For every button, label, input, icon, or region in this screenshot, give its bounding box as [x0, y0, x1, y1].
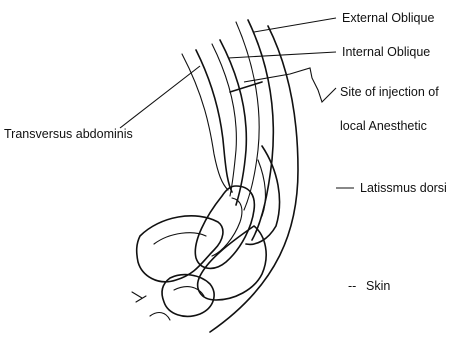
skin-outline	[210, 26, 298, 332]
latissimus-dorsi-inner-edge	[258, 160, 265, 216]
quadratus-lumborum-muscle	[195, 186, 254, 268]
latissimus-dorsi-muscle	[246, 146, 280, 244]
skin-label: Skin	[366, 279, 390, 293]
internal-oblique-leader	[228, 52, 336, 58]
skin-label-dashes: --	[348, 279, 356, 293]
vertebral-body-inner-curve	[174, 287, 204, 296]
paraspinal-mark-lower	[150, 313, 170, 320]
latissimus-dorsi-label: Latissmus dorsi	[360, 181, 447, 195]
external-oblique-leader	[254, 18, 336, 32]
internal-oblique-muscle	[220, 40, 246, 205]
transversus-abdominis-label: Transversus abdominis	[4, 127, 133, 141]
injection-site-label-line2: local Anesthetic	[340, 119, 427, 133]
transversus-abdominis-leader	[120, 66, 200, 128]
injection-needle-icon	[230, 82, 262, 92]
paraspinal-mark-upper	[132, 292, 146, 302]
injection-site-label-line1: Site of injection of	[340, 85, 439, 99]
transversus-abdominis-muscle	[196, 50, 232, 192]
external-oblique-muscle	[248, 20, 273, 240]
external-oblique-inner-edge	[236, 22, 259, 210]
internal-oblique-label: Internal Oblique	[342, 45, 430, 59]
kidney-outline	[137, 216, 223, 282]
external-oblique-label: External Oblique	[342, 11, 434, 25]
